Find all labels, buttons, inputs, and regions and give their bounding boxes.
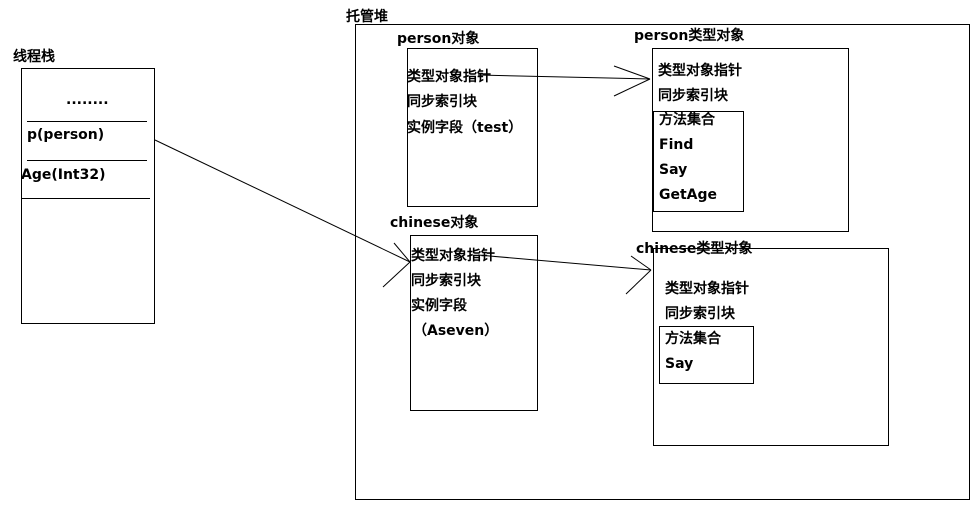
person-object-title: person对象 (397, 31, 480, 47)
person-method-item: Say (659, 162, 688, 178)
stack-divider (27, 121, 147, 122)
person-object-sync-block: 同步索引块 (407, 94, 477, 110)
person-type-object-sync-block: 同步索引块 (658, 88, 728, 104)
person-object-instance-field: 实例字段（test） (407, 120, 523, 136)
chinese-object-box (410, 235, 538, 411)
person-method-item: GetAge (659, 187, 718, 203)
chinese-method-item: Say (665, 356, 694, 372)
chinese-object-sync-block: 同步索引块 (411, 273, 481, 289)
chinese-object-instance-field: 实例字段 (411, 298, 467, 314)
thread-stack-title: 线程栈 (13, 49, 55, 65)
person-methods-box (653, 111, 744, 212)
chinese-type-object-box (653, 248, 889, 446)
thread-stack-box (21, 68, 155, 324)
chinese-methods-title: 方法集合 (665, 331, 721, 347)
stack-slot-age: Age(Int32) (21, 167, 106, 183)
stack-slot-p: p(person) (27, 127, 105, 143)
chinese-type-object-type-pointer: 类型对象指针 (665, 281, 749, 297)
stack-divider (21, 198, 150, 199)
person-object-box (407, 48, 538, 207)
person-object-type-pointer: 类型对象指针 (407, 69, 491, 85)
person-type-object-type-pointer: 类型对象指针 (658, 63, 742, 79)
chinese-object-instance-value: （Aseven） (413, 323, 499, 339)
thread-stack-ellipsis: ........ (66, 92, 109, 108)
chinese-type-object-title: chinese类型对象 (636, 241, 753, 257)
person-type-object-title: person类型对象 (634, 28, 745, 44)
chinese-object-type-pointer: 类型对象指针 (411, 248, 495, 264)
person-method-item: Find (659, 137, 694, 153)
chinese-type-object-sync-block: 同步索引块 (665, 306, 735, 322)
person-type-object-box (652, 48, 849, 232)
chinese-object-title: chinese对象 (390, 215, 479, 231)
person-methods-title: 方法集合 (659, 112, 715, 128)
chinese-methods-box (659, 326, 754, 384)
stack-divider (27, 160, 147, 161)
managed-heap-title: 托管堆 (346, 9, 388, 25)
